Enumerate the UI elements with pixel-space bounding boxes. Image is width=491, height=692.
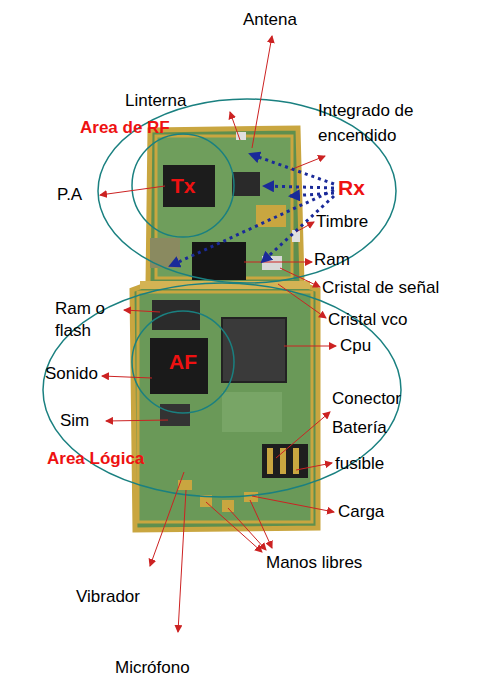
- part-label: Conector Batería: [332, 384, 432, 442]
- part-label: Cpu: [340, 336, 371, 356]
- part-label: Antena: [243, 10, 297, 30]
- area-heading: Area Lógica: [47, 449, 144, 469]
- tx-circle: Tx: [131, 133, 235, 238]
- part-label: Micrófono: [115, 658, 190, 678]
- part-label: Vibrador: [76, 587, 140, 607]
- part-label: Linterna: [125, 91, 186, 111]
- part-label: P.A: [57, 185, 82, 205]
- area-heading: Tx: [171, 174, 196, 198]
- part-label: Cristal vco: [328, 310, 407, 330]
- part-label: Ram o flash: [55, 298, 127, 342]
- af-circle: AF: [131, 310, 235, 414]
- part-label: Timbre: [316, 212, 368, 232]
- part-label: Manos libres: [266, 553, 362, 573]
- area-heading: AF: [169, 350, 197, 374]
- part-label: Sim: [60, 411, 89, 431]
- part-label: Ram: [314, 250, 350, 270]
- rx-label: Rx: [338, 178, 365, 198]
- part-label: Cristal de señal: [322, 278, 439, 298]
- area-heading: Area de RF: [80, 118, 170, 138]
- part-label: Integrado de encendido: [318, 98, 450, 148]
- part-label: fusible: [335, 454, 384, 474]
- part-label: Sonido: [45, 364, 98, 384]
- part-label: Carga: [338, 502, 384, 522]
